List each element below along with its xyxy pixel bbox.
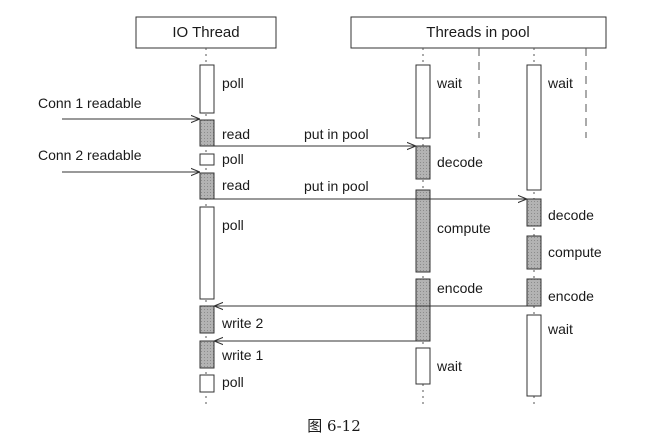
io-thread-header: IO Thread xyxy=(135,16,277,49)
conn1-label: Conn 1 readable xyxy=(38,95,142,111)
io-write-1-box xyxy=(199,340,215,369)
w2-encode-label: encode xyxy=(548,288,594,304)
w1-wait-box xyxy=(415,64,431,139)
io-thread-title: IO Thread xyxy=(172,24,239,41)
io-write-2-box xyxy=(199,305,215,334)
worker2-activations xyxy=(526,64,542,397)
w2-wait-box xyxy=(526,64,542,191)
w1-encode-label: encode xyxy=(437,280,483,296)
io-read-1-box xyxy=(199,119,215,147)
extra-pool-lifelines xyxy=(478,48,587,138)
w1-wait2-box xyxy=(415,347,431,385)
pool-header: Threads in pool xyxy=(350,16,607,49)
io-poll-2-box xyxy=(199,153,215,166)
w1-encode-box xyxy=(415,278,431,342)
w2-wait-label: wait xyxy=(547,75,573,91)
io-read-2-label: read xyxy=(222,177,250,193)
w2-decode-box xyxy=(526,198,542,227)
w1-wait2-label: wait xyxy=(436,358,462,374)
w2-compute-label: compute xyxy=(548,244,602,260)
io-write-1-label: write 1 xyxy=(221,347,263,363)
io-read-1-label: read xyxy=(222,126,250,142)
w1-decode-label: decode xyxy=(437,154,483,170)
put-in-pool-2-label: put in pool xyxy=(304,178,369,194)
w1-compute-label: compute xyxy=(437,220,491,236)
io-activations xyxy=(199,64,215,393)
worker1-activations xyxy=(415,64,431,385)
io-write-2-label: write 2 xyxy=(221,315,263,331)
io-read-2-box xyxy=(199,172,215,200)
io-poll-4-box xyxy=(199,374,215,393)
io-poll-1-box xyxy=(199,64,215,114)
io-poll-1-label: poll xyxy=(222,75,244,91)
w1-compute-box xyxy=(415,189,431,273)
conn2-label: Conn 2 readable xyxy=(38,147,142,163)
w2-wait2-box xyxy=(526,314,542,397)
pool-title: Threads in pool xyxy=(426,24,529,41)
w2-encode-box xyxy=(526,278,542,307)
w1-wait-label: wait xyxy=(436,75,462,91)
w2-wait2-label: wait xyxy=(547,321,573,337)
io-poll-4-label: poll xyxy=(222,374,244,390)
put-in-pool-1-label: put in pool xyxy=(304,126,369,142)
io-poll-3-label: poll xyxy=(222,217,244,233)
w2-compute-box xyxy=(526,235,542,270)
io-poll-2-label: poll xyxy=(222,151,244,167)
w2-decode-label: decode xyxy=(548,207,594,223)
w1-decode-box xyxy=(415,145,431,180)
io-poll-3-box xyxy=(199,206,215,300)
figure-caption: 图 6-12 xyxy=(307,417,360,435)
